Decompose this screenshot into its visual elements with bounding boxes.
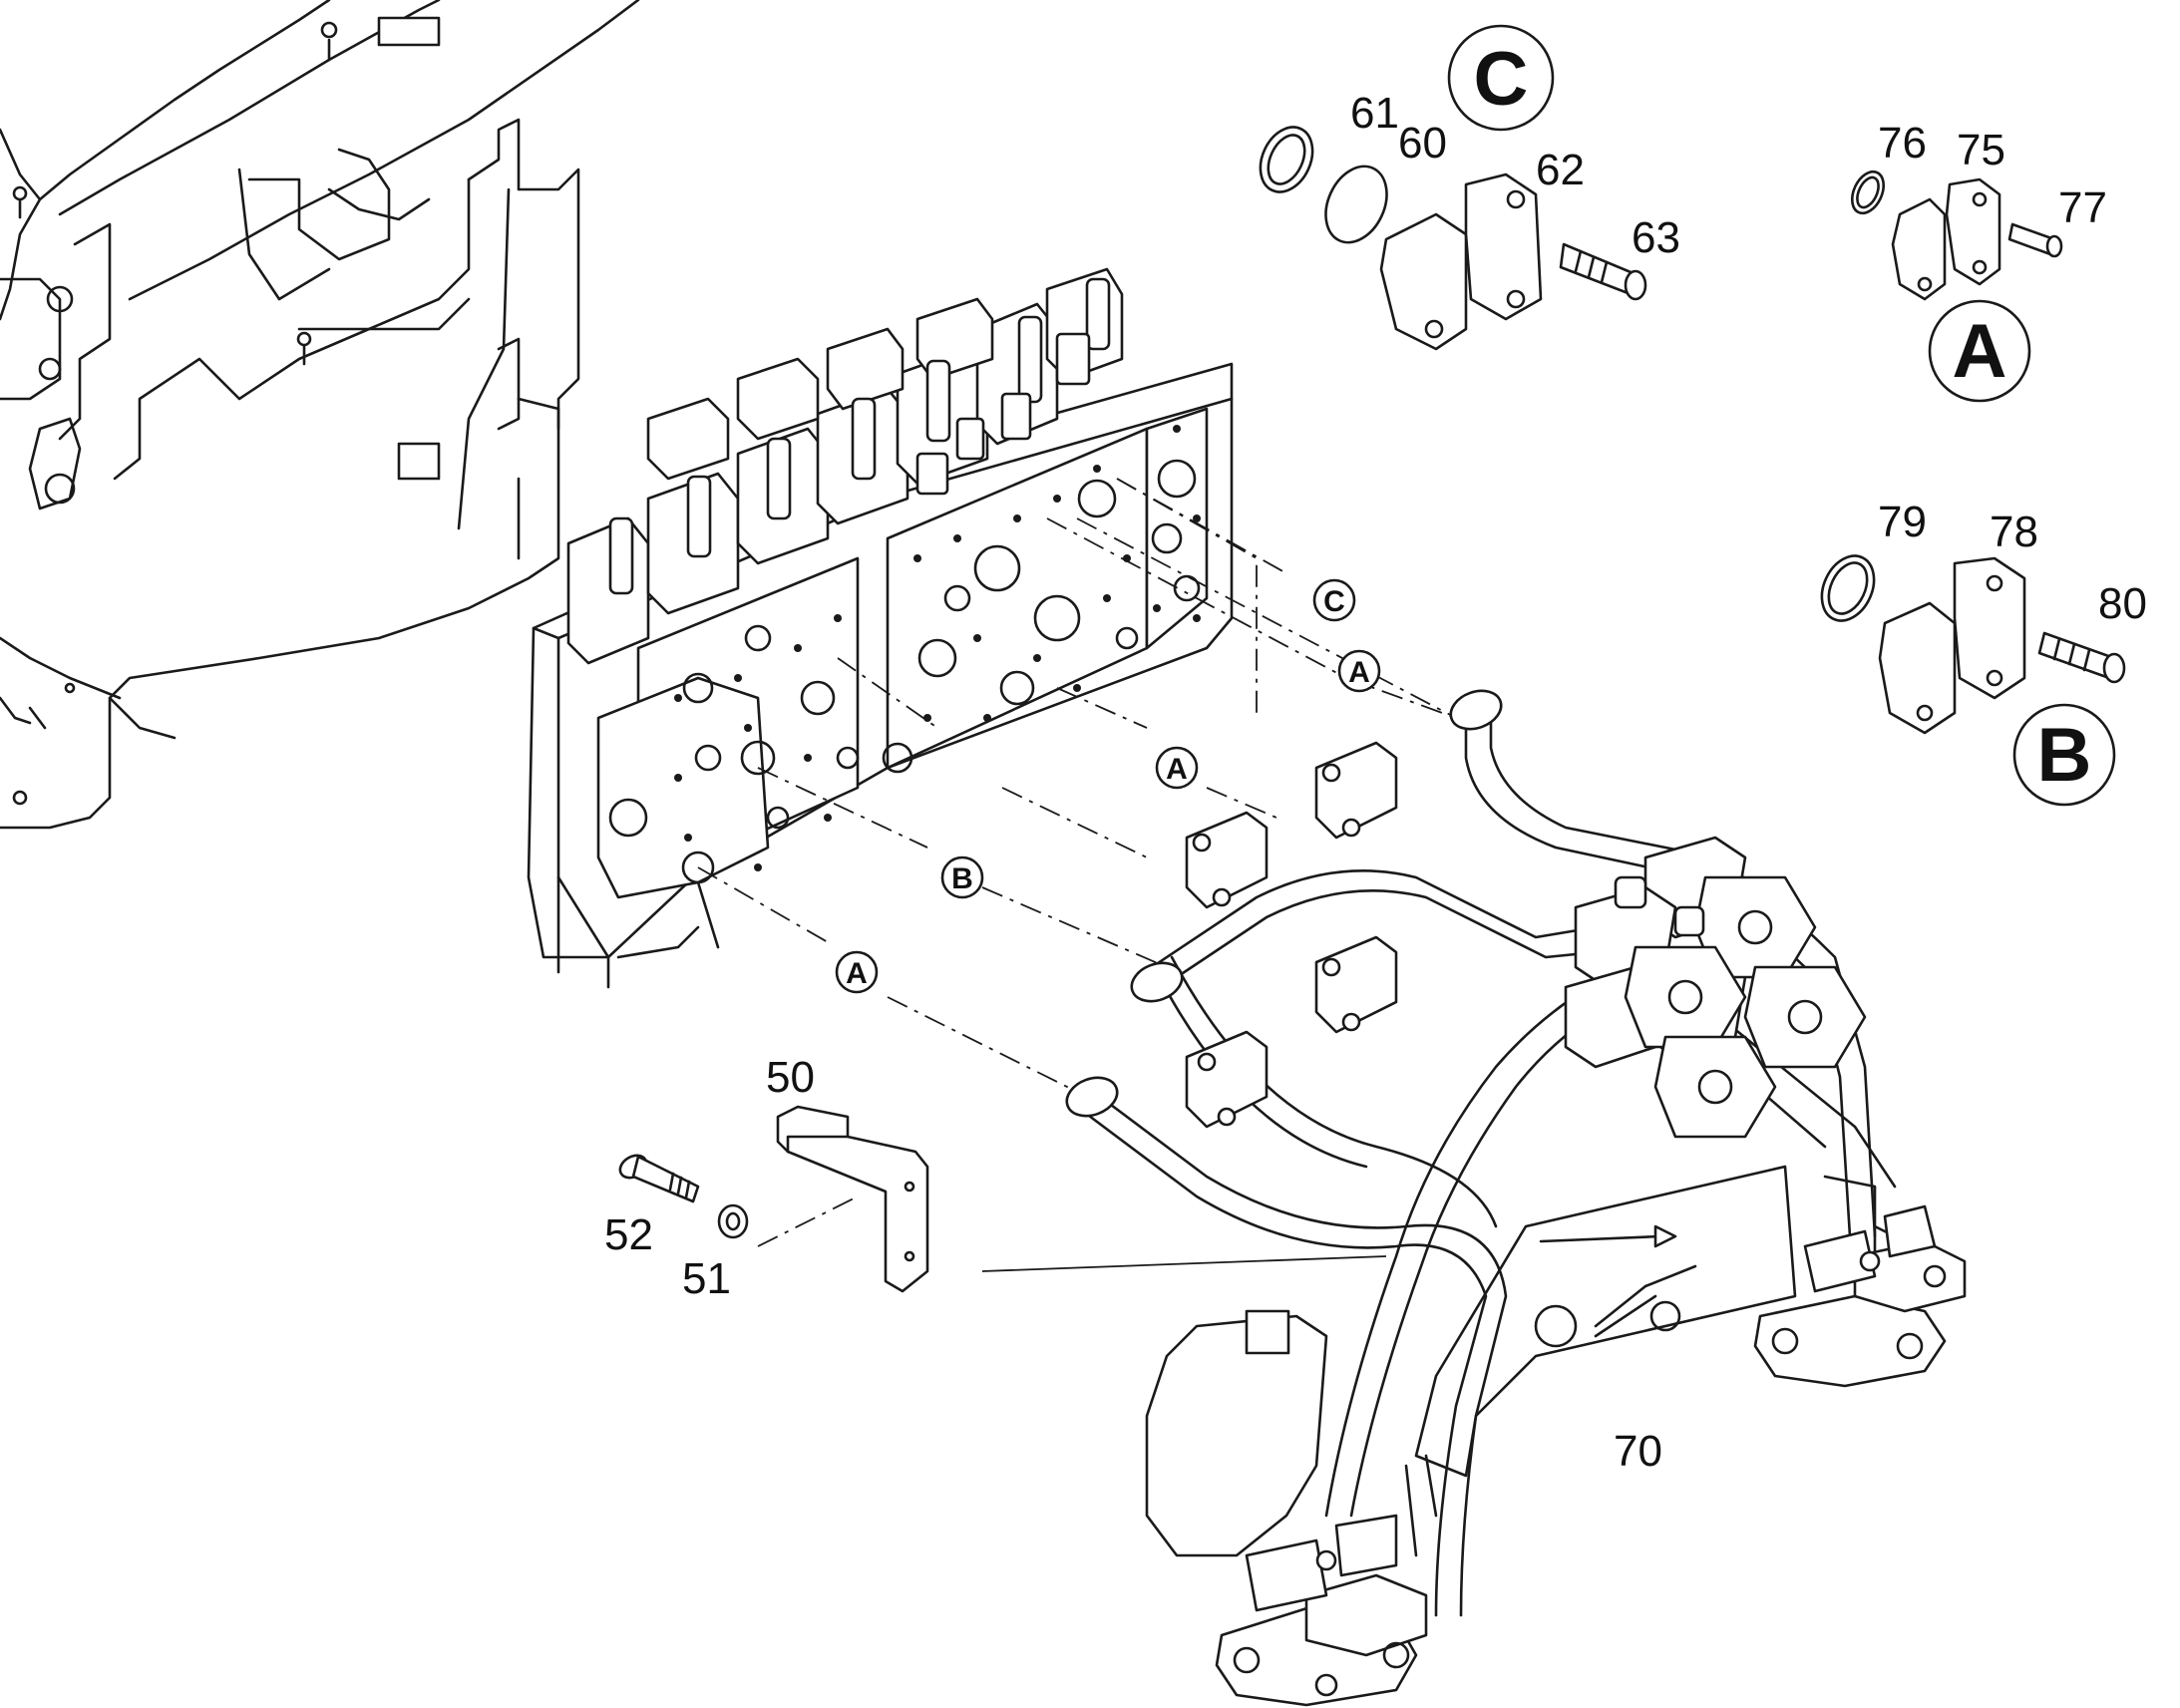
connection-ref-a-lower: A — [835, 950, 879, 994]
part-label-50: 50 — [766, 1053, 815, 1102]
part-label-75: 75 — [1957, 126, 2005, 174]
part-label-52: 52 — [604, 1210, 653, 1259]
part-labels: 61 60 62 63 76 75 77 79 78 80 50 52 51 7… — [604, 89, 2147, 1476]
machine-frame — [0, 0, 640, 830]
part-label-79: 79 — [1878, 498, 1927, 546]
detail-b-marker: B — [2012, 703, 2116, 807]
detail-b-label: B — [2037, 713, 2092, 798]
detail-b-parts — [1820, 554, 2126, 735]
part-label-78: 78 — [1990, 508, 2038, 556]
part-label-60: 60 — [1398, 119, 1447, 168]
ref-a-middle-text: A — [1166, 753, 1188, 786]
ref-b-middle-text: B — [951, 862, 973, 895]
detail-a-parts — [1850, 170, 2063, 301]
detail-a-marker: A — [1928, 299, 2031, 403]
control-valve-block — [527, 267, 1234, 989]
part-label-51: 51 — [682, 1254, 731, 1303]
connection-ref-a-middle: A — [1155, 746, 1199, 790]
detail-c-label: C — [1474, 37, 1529, 122]
detail-a-label: A — [1953, 309, 2007, 394]
part-label-63: 63 — [1632, 213, 1680, 262]
detail-c-marker: C — [1447, 24, 1555, 132]
detail-c-parts — [1259, 126, 1647, 351]
pipe-assembly — [1065, 689, 1967, 1707]
bracket-50 — [776, 1105, 929, 1293]
ref-a-lower-text: A — [846, 957, 868, 990]
connection-ref-b-middle: B — [940, 855, 984, 899]
ref-a-upper-text: A — [1348, 656, 1370, 689]
part-label-61: 61 — [1350, 89, 1399, 138]
connection-ref-a-upper: A — [1337, 649, 1381, 693]
part-label-76: 76 — [1878, 119, 1927, 168]
ref-c-text: C — [1323, 585, 1345, 618]
connection-ref-c-top: C — [1312, 578, 1356, 622]
part-label-80: 80 — [2098, 579, 2147, 628]
bolt-52 — [618, 1154, 700, 1203]
part-label-62: 62 — [1536, 146, 1585, 194]
washer-51 — [717, 1203, 749, 1239]
part-label-70: 70 — [1614, 1427, 1662, 1476]
part-label-77: 77 — [2058, 183, 2107, 232]
